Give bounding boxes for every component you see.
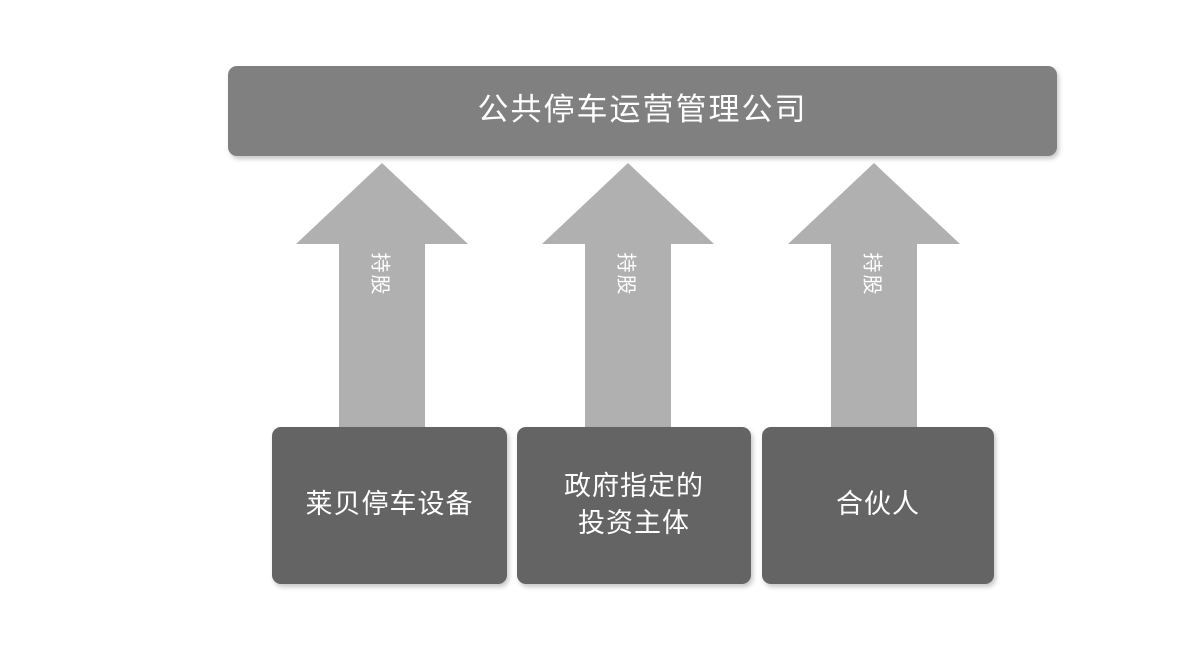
child-node-laibei-parking-equipment[interactable]: 莱贝停车设备 xyxy=(272,427,507,584)
child-node-partner[interactable]: 合伙人 xyxy=(762,427,994,584)
arrow-up-icon xyxy=(542,163,714,435)
parent-node-public-parking-company[interactable]: 公共停车运营管理公司 xyxy=(228,66,1057,156)
ownership-arrow-1[interactable]: 持股 xyxy=(292,160,472,435)
child-node-1-label: 莱贝停车设备 xyxy=(305,489,474,521)
ownership-arrow-3[interactable]: 持股 xyxy=(784,160,964,435)
child-node-3-label: 合伙人 xyxy=(836,489,920,521)
ownership-arrow-2[interactable]: 持股 xyxy=(538,160,718,435)
ownership-arrow-1-label: 持股 xyxy=(368,252,393,297)
arrow-up-icon xyxy=(788,163,960,435)
child-node-government-designated-investor[interactable]: 政府指定的 投资主体 xyxy=(517,427,751,584)
ownership-arrow-3-label: 持股 xyxy=(860,252,885,297)
ownership-arrow-2-label: 持股 xyxy=(614,252,639,297)
child-node-2-label: 政府指定的 投资主体 xyxy=(564,471,704,539)
parent-node-label: 公共停车运营管理公司 xyxy=(477,92,808,129)
arrow-up-icon xyxy=(296,163,468,435)
